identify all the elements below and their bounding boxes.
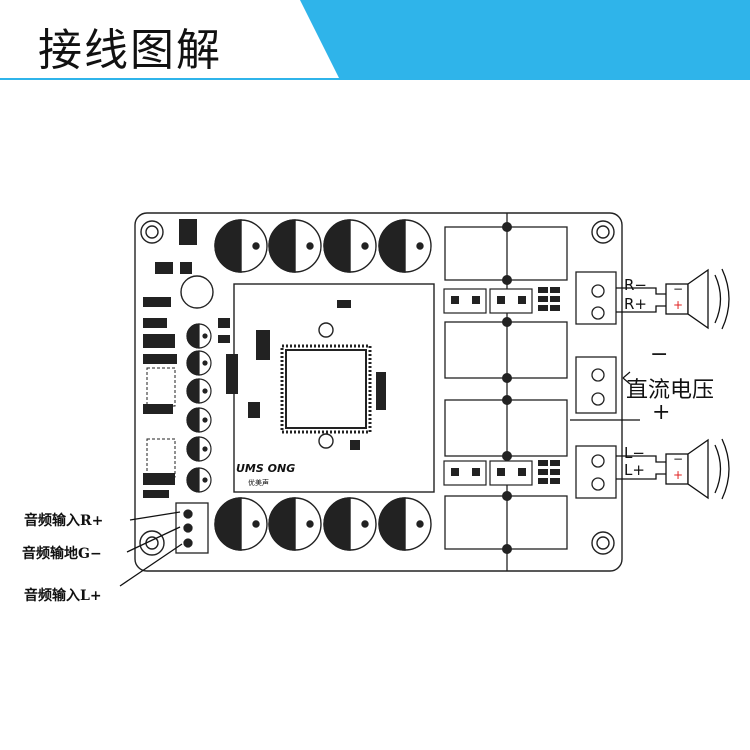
label-r-minus: R− xyxy=(624,276,647,294)
label-l-plus: L+ xyxy=(624,461,645,479)
label-audio-ground: 音频输地G− xyxy=(22,546,102,562)
speaker-left-plus: + xyxy=(673,468,684,482)
label-r-plus: R+ xyxy=(624,295,647,313)
label-audio-input-l: 音频输入L+ xyxy=(24,588,102,604)
terminal-blocks xyxy=(575,271,617,499)
speaker-right-minus: − xyxy=(673,282,684,296)
brand-subtitle: 优美声 xyxy=(248,479,269,487)
label-dc-voltage: 直流电压 xyxy=(626,378,715,403)
main-ic xyxy=(285,349,367,429)
capacitor-row-bottom xyxy=(214,497,432,551)
brand-logo: UMS ONG xyxy=(236,462,296,475)
speaker-left-icon xyxy=(665,438,730,500)
speaker-right-plus: + xyxy=(673,298,684,312)
terminal-dc-power xyxy=(575,356,617,414)
mount-hole xyxy=(591,531,615,555)
mount-hole xyxy=(139,530,165,556)
speaker-left-minus: − xyxy=(673,452,684,466)
chip-area xyxy=(233,283,435,493)
inductor-column xyxy=(444,213,568,571)
label-l-minus: L− xyxy=(624,444,645,462)
dc-plus-mark: + xyxy=(652,400,671,425)
terminal-right-speaker xyxy=(575,271,617,325)
dc-minus-mark: − xyxy=(650,342,669,367)
capacitor-column-left xyxy=(186,323,212,493)
capacitor-row-top xyxy=(214,219,432,273)
label-audio-input-r: 音频输入R+ xyxy=(24,513,104,529)
title-banner xyxy=(0,0,750,80)
pcb-outline xyxy=(134,212,623,572)
page-title: 接线图解 xyxy=(38,25,222,76)
mount-hole xyxy=(591,220,615,244)
mount-hole xyxy=(140,220,164,244)
speaker-right-icon xyxy=(665,268,730,330)
